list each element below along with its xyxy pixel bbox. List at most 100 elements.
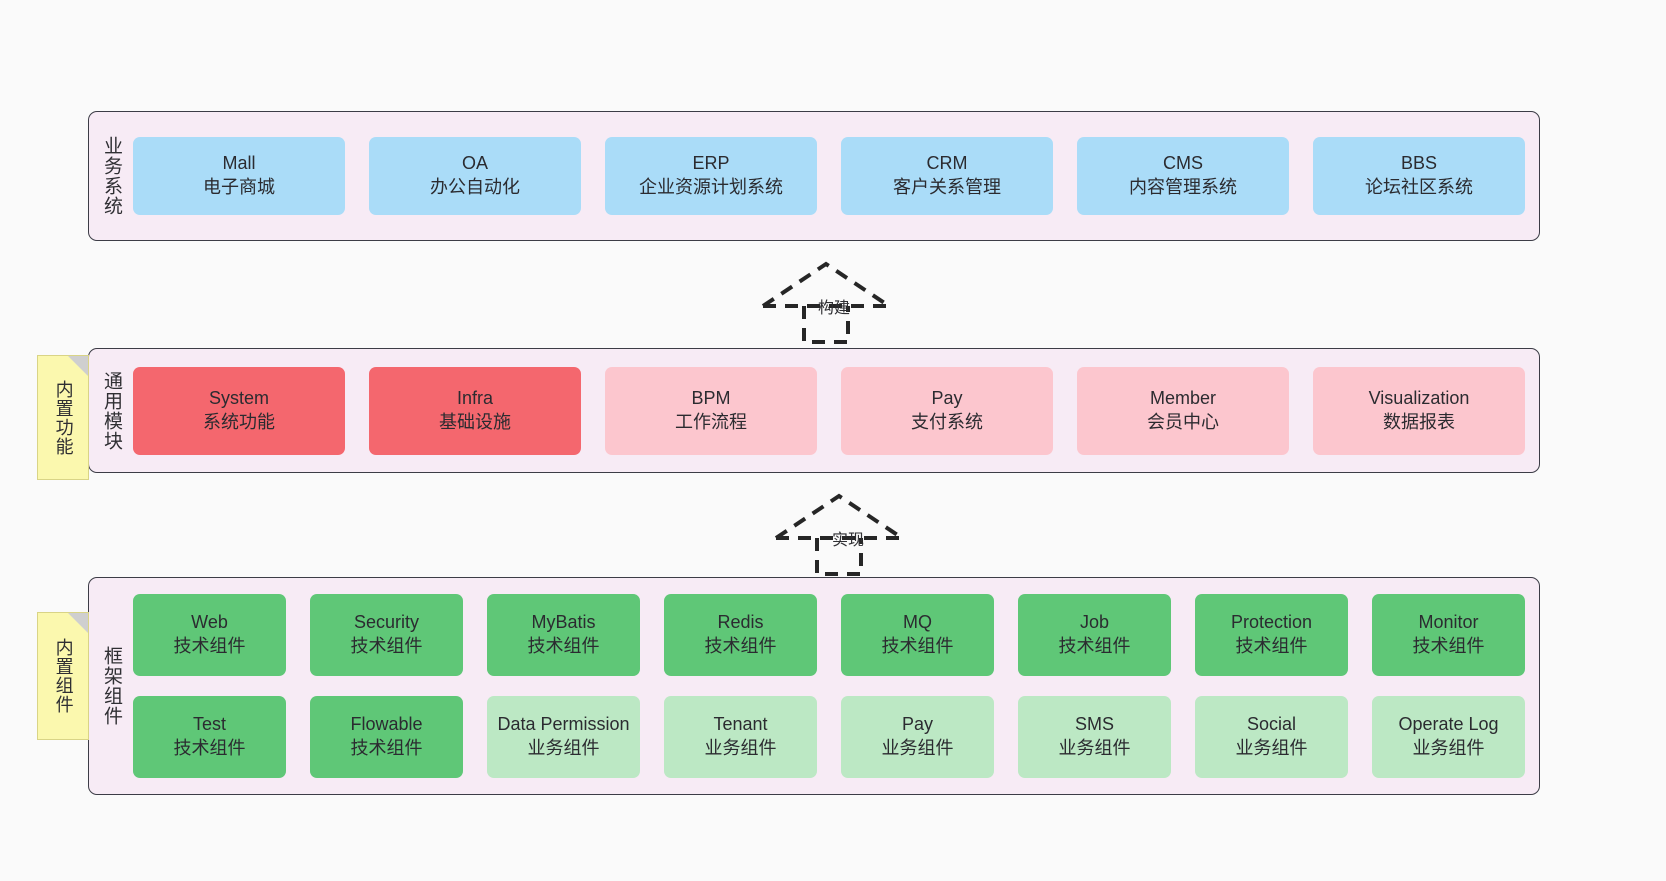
connector-build-arrow [755, 258, 905, 346]
card-name: Protection [1230, 612, 1313, 633]
card-desc: 技术组件 [173, 738, 246, 758]
card-web[interactable]: Web 技术组件 [133, 594, 286, 676]
layer-title-framework-components: 框架组件 [101, 646, 123, 726]
card-name: SMS [1074, 714, 1114, 735]
card-desc: 企业资源计划系统 [639, 177, 783, 197]
connector-implement-label: 实现 [832, 532, 865, 549]
card-test[interactable]: Test 技术组件 [133, 696, 286, 778]
card-desc: 论坛社区系统 [1365, 177, 1473, 197]
card-sms[interactable]: SMS 业务组件 [1018, 696, 1171, 778]
card-desc: 技术组件 [527, 636, 600, 656]
card-name: Web [191, 612, 228, 633]
card-flowable[interactable]: Flowable 技术组件 [310, 696, 463, 778]
card-desc: 内容管理系统 [1129, 177, 1237, 197]
card-pay[interactable]: Pay 支付系统 [841, 366, 1053, 455]
card-desc: 工作流程 [675, 411, 747, 432]
card-desc: 业务组件 [704, 738, 777, 758]
card-name: Data Permission [497, 714, 630, 735]
dashed-hollow-arrow-up-icon [761, 261, 891, 344]
card-desc: 办公自动化 [430, 177, 520, 197]
card-name: System [208, 387, 269, 408]
card-name: Monitor [1418, 612, 1479, 633]
note-fold-corner [68, 613, 88, 633]
card-name: Pay [931, 387, 963, 408]
card-desc: 技术组件 [1235, 636, 1308, 656]
card-name: Flowable [350, 714, 423, 735]
card-protection[interactable]: Protection 技术组件 [1195, 594, 1348, 676]
card-data-permission[interactable]: Data Permission 业务组件 [487, 696, 640, 778]
card-mybatis[interactable]: MyBatis 技术组件 [487, 594, 640, 676]
card-desc: 业务组件 [1235, 738, 1308, 758]
card-name: Job [1079, 612, 1110, 633]
card-name: MyBatis [531, 612, 596, 633]
card-desc: 会员中心 [1147, 411, 1219, 432]
card-desc: 业务组件 [881, 738, 954, 758]
card-desc: 基础设施 [439, 411, 511, 432]
dashed-hollow-arrow-up-icon [774, 493, 904, 576]
card-desc: 支付系统 [911, 411, 983, 432]
card-desc: 技术组件 [173, 636, 246, 656]
card-social[interactable]: Social 业务组件 [1195, 696, 1348, 778]
card-desc: 技术组件 [704, 636, 777, 656]
note-builtin-components-label: 内置组件 [53, 638, 74, 714]
card-name: CMS [1163, 153, 1203, 174]
card-name: Infra [456, 387, 494, 408]
card-monitor[interactable]: Monitor 技术组件 [1372, 594, 1525, 676]
note-fold-corner [68, 356, 88, 376]
card-crm[interactable]: CRM 客户关系管理 [841, 137, 1053, 215]
layer-title-business-system: 业务系统 [101, 136, 123, 216]
card-operate-log[interactable]: Operate Log 业务组件 [1372, 696, 1525, 778]
card-desc: 数据报表 [1383, 411, 1455, 432]
connector-build-label: 构建 [818, 300, 851, 317]
card-bbs[interactable]: BBS 论坛社区系统 [1313, 137, 1525, 215]
card-name: CRM [926, 153, 968, 174]
card-name: Operate Log [1398, 714, 1499, 735]
card-name: Social [1246, 714, 1297, 735]
card-erp[interactable]: ERP 企业资源计划系统 [605, 137, 817, 215]
card-desc: 技术组件 [350, 636, 423, 656]
note-builtin-features: 内置功能 [37, 355, 89, 480]
card-desc: 技术组件 [881, 636, 954, 656]
card-desc: 技术组件 [350, 738, 423, 758]
card-desc: 客户关系管理 [893, 177, 1001, 197]
card-desc: 电子商城 [203, 177, 275, 197]
layer-title-common-modules: 通用模块 [101, 370, 123, 451]
card-desc: 技术组件 [1058, 636, 1131, 656]
card-desc: 业务组件 [1412, 738, 1485, 758]
card-cms[interactable]: CMS 内容管理系统 [1077, 137, 1289, 215]
note-builtin-features-label: 内置功能 [53, 379, 74, 456]
card-name: Visualization [1368, 387, 1470, 408]
connector-implement-arrow [768, 490, 918, 578]
card-redis[interactable]: Redis 技术组件 [664, 594, 817, 676]
card-desc: 业务组件 [1058, 738, 1131, 758]
card-name: Test [192, 714, 226, 735]
card-bpm[interactable]: BPM 工作流程 [605, 366, 817, 455]
card-visualization[interactable]: Visualization 数据报表 [1313, 366, 1525, 455]
card-name: ERP [692, 153, 730, 174]
card-name: Redis [717, 612, 764, 633]
card-desc: 技术组件 [1412, 636, 1485, 656]
card-name: BBS [1400, 153, 1438, 174]
card-tenant[interactable]: Tenant 业务组件 [664, 696, 817, 778]
card-desc: 业务组件 [527, 738, 600, 758]
card-name: BPM [691, 387, 731, 408]
card-name: Tenant [713, 714, 768, 735]
card-infra[interactable]: Infra 基础设施 [369, 366, 581, 455]
card-job[interactable]: Job 技术组件 [1018, 594, 1171, 676]
